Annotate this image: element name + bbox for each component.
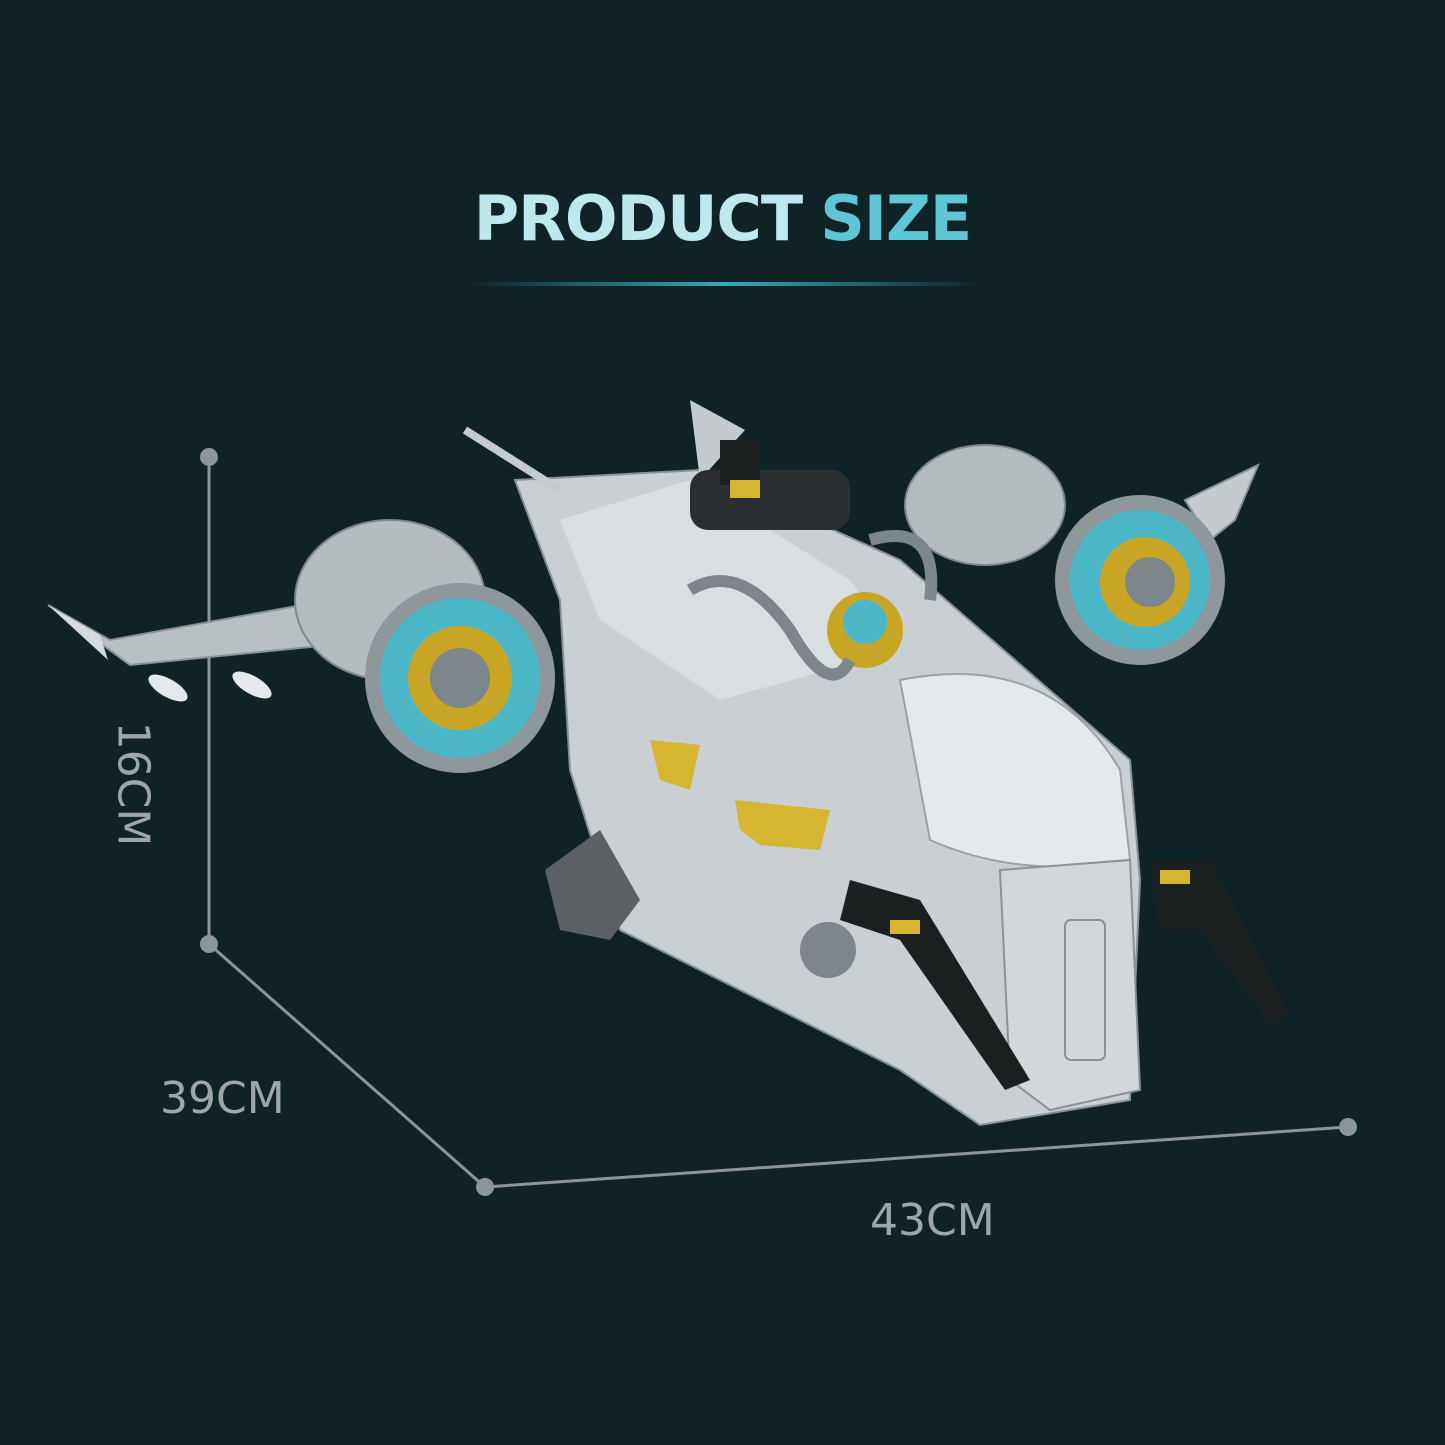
width-end-dot (1339, 1118, 1357, 1136)
hose-right (868, 530, 938, 601)
landing-leg (545, 830, 640, 940)
top-fin (690, 400, 745, 480)
gun-left-drum (800, 922, 856, 978)
left-missile-1 (148, 674, 188, 702)
left-engine-hub (430, 648, 490, 708)
upper-deck (560, 480, 900, 700)
gun-right-accent (1160, 870, 1190, 884)
width-label: 43CM (870, 1195, 995, 1246)
depth-end-dot (476, 1178, 494, 1196)
height-label: 16CM (107, 721, 159, 847)
title-underline (470, 282, 980, 286)
cockpit-dome (898, 673, 1132, 868)
top-figure-accent (730, 480, 760, 498)
hose-left (686, 575, 856, 681)
width-line (484, 1125, 1349, 1189)
gun-left-accent (890, 920, 920, 934)
nose-hatch (1064, 919, 1106, 1061)
top-turret (690, 470, 850, 530)
antenna (462, 426, 563, 494)
top-fan-center (843, 600, 887, 644)
height-top-dot (200, 448, 218, 466)
depth-line (208, 942, 486, 1189)
gun-right (1150, 860, 1290, 1025)
yellow-decal-2 (735, 800, 830, 850)
corner-dot (200, 935, 218, 953)
right-engine-hub (1125, 557, 1175, 607)
title-word-size: SIZE (820, 182, 972, 255)
depth-label: 39CM (160, 1073, 285, 1124)
top-figure (720, 440, 760, 485)
left-missile-2 (232, 671, 272, 699)
title-word-product: PRODUCT (473, 182, 803, 255)
right-engine-housing (904, 444, 1066, 566)
yellow-decal-1 (650, 740, 700, 790)
gun-left (840, 880, 1030, 1090)
left-wing-tip (48, 605, 108, 660)
